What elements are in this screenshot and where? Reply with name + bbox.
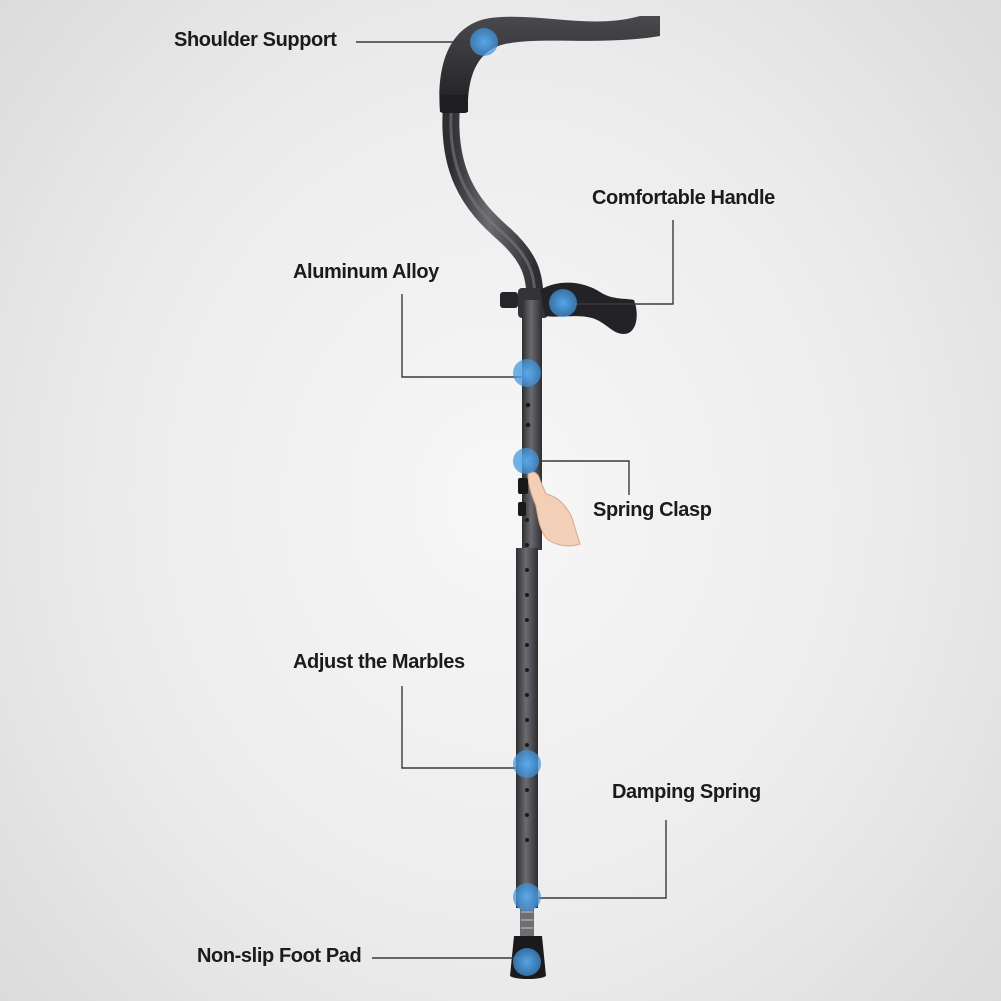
marker-non-slip-foot-pad (513, 948, 541, 976)
adjustment-knob (500, 292, 518, 308)
upper-tube (442, 91, 544, 309)
spring-clasp (518, 478, 528, 494)
label-damping-spring: Damping Spring (612, 781, 761, 803)
marker-aluminum-alloy (513, 359, 541, 387)
shoulder-support-pad (439, 16, 660, 112)
label-spring-clasp: Spring Clasp (593, 499, 712, 521)
label-non-slip-foot-pad: Non-slip Foot Pad (197, 945, 362, 967)
label-aluminum-alloy: Aluminum Alloy (293, 261, 439, 283)
leader-adjust-the-marbles (401, 686, 526, 769)
pointing-finger-illustration (527, 471, 581, 547)
leader-spring-clasp (526, 460, 630, 495)
marker-comfortable-handle (549, 289, 577, 317)
marker-spring-clasp (513, 448, 539, 474)
marker-damping-spring (513, 883, 541, 911)
leader-comfortable-handle (565, 220, 674, 305)
pad-collar (440, 95, 468, 113)
leader-lines (356, 41, 674, 959)
label-adjust-the-marbles: Adjust the Marbles (293, 651, 465, 673)
adjustment-holes (525, 402, 531, 842)
label-comfortable-handle: Comfortable Handle (592, 187, 775, 209)
leader-damping-spring (526, 820, 667, 899)
damping-spring-section (520, 905, 534, 939)
label-shoulder-support: Shoulder Support (174, 29, 337, 51)
marker-dots (470, 28, 577, 976)
leader-aluminum-alloy (401, 294, 526, 378)
marker-shoulder-support (470, 28, 498, 56)
adjustable-inner-tube (516, 548, 538, 908)
marker-adjust-the-marbles (513, 750, 541, 778)
